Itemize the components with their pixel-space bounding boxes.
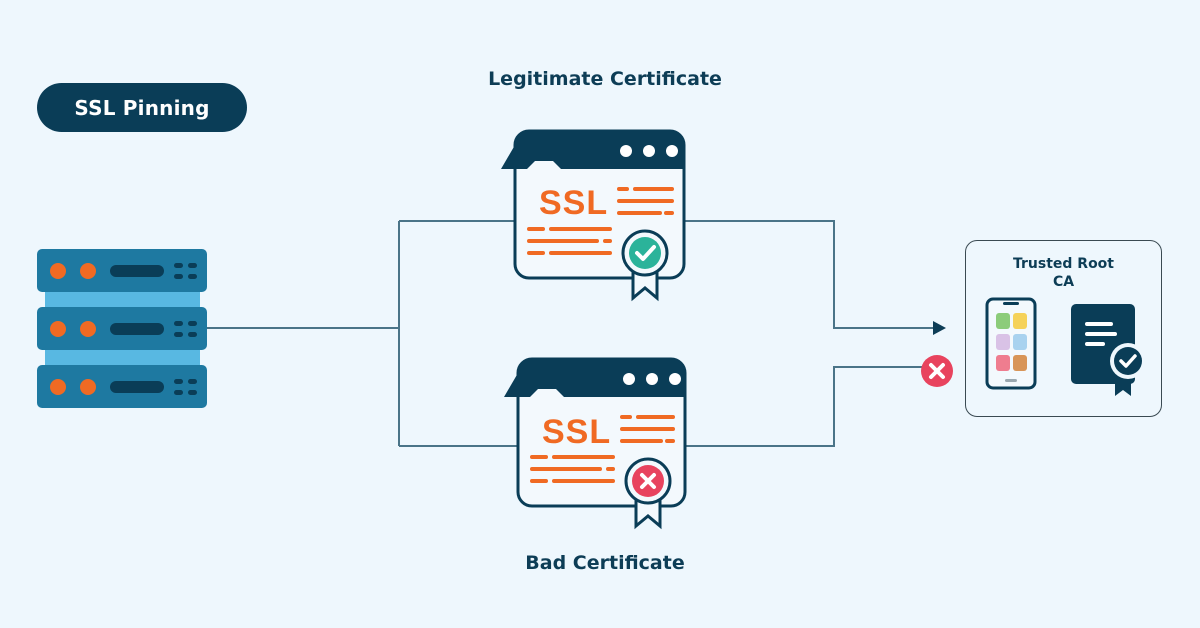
svg-text:SSL: SSL: [539, 184, 608, 222]
smartphone-icon: [985, 297, 1037, 390]
legitimate-certificate-icon: SSL: [501, 129, 686, 302]
x-icon: [640, 473, 656, 489]
ca-title-line1: Trusted Root: [1012, 256, 1114, 272]
rejected-x-marker-icon: [921, 355, 953, 387]
legitimate-certificate-heading: Legitimate Certificate: [488, 68, 722, 90]
arrow-head-icon: [933, 321, 946, 335]
certificate-document-icon: [1071, 304, 1146, 396]
server-rack-icon: [37, 249, 207, 408]
check-icon: [635, 245, 656, 261]
trusted-root-ca-box: Trusted Root CA: [965, 240, 1162, 417]
page-title: SSL Pinning: [74, 95, 210, 120]
bad-certificate-heading: Bad Certificate: [525, 552, 685, 574]
ca-title-line2: CA: [1052, 274, 1075, 290]
svg-text:SSL: SSL: [542, 413, 611, 451]
page-title-pill: SSL Pinning: [37, 83, 247, 132]
bad-certificate-icon: SSL: [504, 357, 687, 530]
trusted-root-ca-title: Trusted Root CA: [966, 255, 1161, 291]
